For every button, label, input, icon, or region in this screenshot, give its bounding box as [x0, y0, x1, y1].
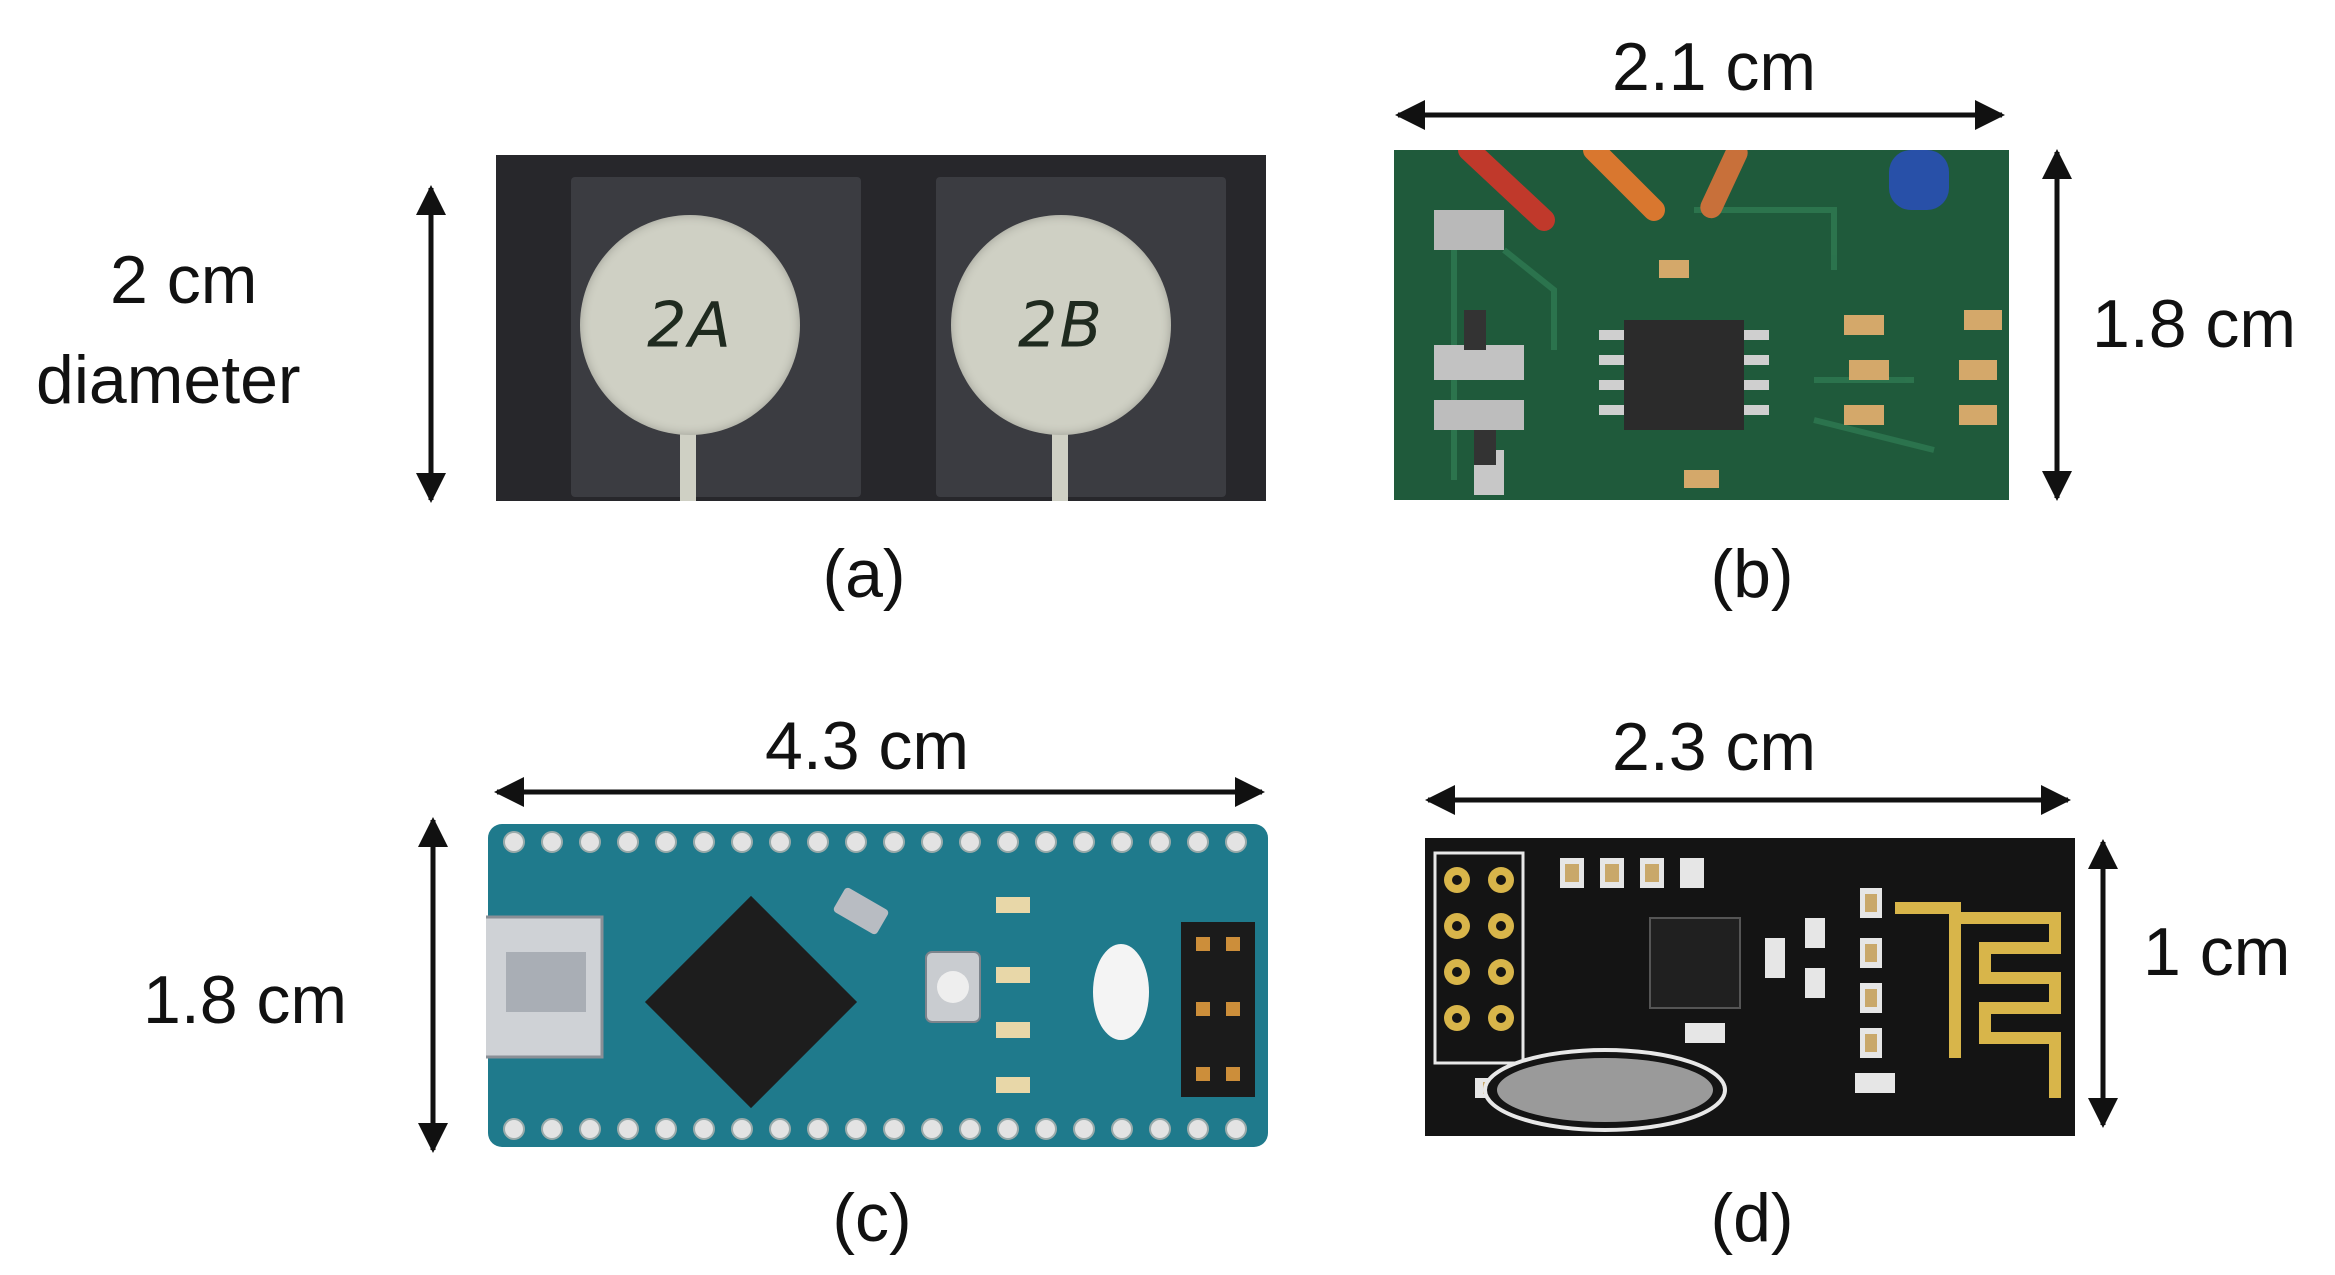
arduino-nano-image [480, 822, 1270, 1149]
red-wire [1458, 150, 1555, 231]
panel-b-caption: (b) [1710, 536, 1794, 612]
panel-d-width-label: 2.3 cm [1612, 709, 1817, 785]
panel-b-width-label: 2.1 cm [1612, 29, 1817, 105]
nrf-module-drawing [1425, 838, 2075, 1136]
arduino-nano-drawing [480, 824, 1268, 1147]
panel-c-height-label: 1.8 cm [143, 962, 348, 1038]
panel-d-caption: (d) [1710, 1180, 1794, 1256]
nrf-module-image [1425, 838, 2075, 1136]
orange-wire [1583, 150, 1665, 221]
panel-a-dimension-line1: 2 cm [110, 242, 258, 318]
icsp-header [1181, 922, 1255, 1097]
panel-c-width-label: 4.3 cm [765, 708, 970, 784]
solder-pad [1434, 400, 1524, 430]
nrf-chip [1649, 917, 1741, 1009]
solder-pad [1434, 345, 1524, 380]
amplifier-pcb-photo [1394, 150, 2009, 500]
panel-c-caption: (c) [832, 1180, 912, 1256]
electrode-label-2a: 2A [647, 288, 733, 362]
electrode-photo: 2A 2B [496, 155, 1266, 501]
electrode-disc-2b: 2B [951, 215, 1171, 435]
brown-wire [1700, 150, 1748, 219]
panel-a-caption: (a) [822, 536, 906, 612]
panel-a-dimension-line2: diameter [36, 342, 301, 418]
blue-component [1889, 150, 1949, 210]
amplifier-ic [1624, 320, 1744, 430]
electrode-disc-2a: 2A [580, 215, 800, 435]
amplifier-pcb-drawing [1394, 150, 2009, 500]
solder-pad [1434, 210, 1504, 250]
panel-d-height-label: 1 cm [2143, 914, 2291, 990]
pcb-antenna [1895, 902, 2061, 1098]
panel-b-height-label: 1.8 cm [2092, 286, 2297, 362]
electrode-label-2b: 2B [1018, 288, 1104, 362]
